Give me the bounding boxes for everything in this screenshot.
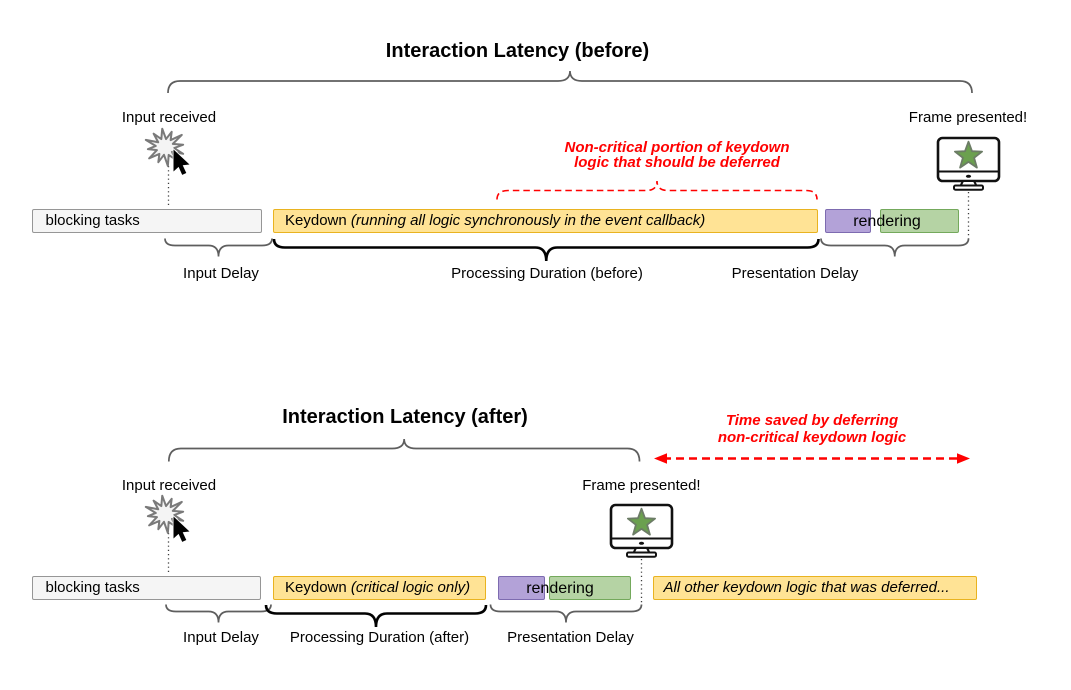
before-rendering-label: rendering bbox=[853, 213, 921, 230]
before-processing-label: Processing Duration (before) bbox=[451, 264, 643, 282]
after-rendering-green-bar bbox=[549, 575, 631, 600]
after-keydown-bar: Keydown (critical logic only) bbox=[272, 575, 486, 600]
after-deferred-label: All other keydown logic that was deferre… bbox=[663, 578, 950, 596]
before-blocking-tasks-label: blocking tasks bbox=[45, 212, 140, 229]
before-annotation-line2: logic that should be deferred bbox=[574, 154, 780, 171]
before-blocking-tasks-bar: blocking tasks bbox=[32, 209, 262, 233]
after-keydown-label: Keydown bbox=[285, 578, 351, 596]
after-deferred-bar: All other keydown logic that was deferre… bbox=[652, 575, 977, 600]
before-input-delay-brace bbox=[164, 238, 273, 257]
before-monitor-icon bbox=[936, 136, 1001, 191]
cursor-arrow bbox=[172, 147, 192, 176]
after-annotation: Time saved by deferring non-critical key… bbox=[718, 412, 906, 446]
after-annotation-line2: non-critical keydown logic bbox=[717, 429, 907, 446]
after-title: Interaction Latency (after) bbox=[282, 405, 528, 428]
after-blocking-tasks-label: blocking tasks bbox=[45, 578, 140, 596]
after-presentation-label: Presentation Delay bbox=[507, 628, 634, 646]
after-blocking-tasks-bar: blocking tasks bbox=[32, 575, 261, 600]
after-click-icon bbox=[144, 494, 192, 543]
starburst-shape bbox=[144, 494, 185, 534]
after-input-delay-label: Input Delay bbox=[183, 628, 259, 646]
before-presentation-brace bbox=[820, 238, 970, 257]
cursor-arrow-fill bbox=[173, 149, 190, 175]
before-rendering-green-bar bbox=[879, 209, 959, 233]
before-annotation-line1: Non-critical portion of keydown bbox=[564, 138, 790, 156]
before-latency-brace bbox=[167, 70, 973, 94]
starburst-shape bbox=[144, 127, 185, 167]
after-processing-label: Processing Duration (after) bbox=[289, 628, 470, 646]
after-presentation-brace bbox=[489, 604, 643, 623]
cursor-arrow-fill bbox=[173, 516, 190, 542]
after-processing-brace bbox=[264, 604, 488, 628]
before-input-delay-label: Input Delay bbox=[183, 264, 259, 282]
before-annotation: Non-critical portion of keydown logic th… bbox=[564, 138, 790, 171]
time-saved-arrow bbox=[654, 453, 970, 464]
before-keydown-label-italic: (running all logic synchronously in the … bbox=[350, 212, 706, 229]
before-keydown-label: Keydown bbox=[285, 212, 351, 229]
after-annotation-line1: Time saved by deferring bbox=[725, 412, 899, 429]
before-presentation-label: Presentation Delay bbox=[731, 264, 859, 282]
after-keydown-label-italic: (critical logic only) bbox=[350, 578, 471, 596]
after-frame-presented-label: Frame presented! bbox=[582, 476, 701, 494]
before-keydown-bar: Keydown (running all logic synchronously… bbox=[272, 209, 818, 233]
cursor-arrow bbox=[172, 514, 192, 543]
after-input-delay-brace bbox=[165, 604, 272, 623]
before-deferred-portion-brace bbox=[496, 180, 818, 200]
before-processing-brace bbox=[272, 238, 820, 262]
after-monitor-icon bbox=[609, 503, 674, 558]
before-frame-presented-label: Frame presented! bbox=[908, 109, 1028, 126]
star-shape bbox=[626, 507, 656, 536]
after-input-received-label: Input received bbox=[121, 476, 217, 494]
before-input-received-label: Input received bbox=[121, 109, 217, 126]
after-rendering-label: rendering bbox=[526, 579, 594, 597]
after-rendering-purple-bar bbox=[497, 575, 545, 600]
after-latency-brace bbox=[167, 438, 641, 462]
before-click-icon bbox=[144, 127, 192, 176]
before-title: Interaction Latency (before) bbox=[385, 40, 650, 63]
star-shape bbox=[953, 140, 983, 169]
before-rendering-purple-bar bbox=[825, 209, 871, 233]
